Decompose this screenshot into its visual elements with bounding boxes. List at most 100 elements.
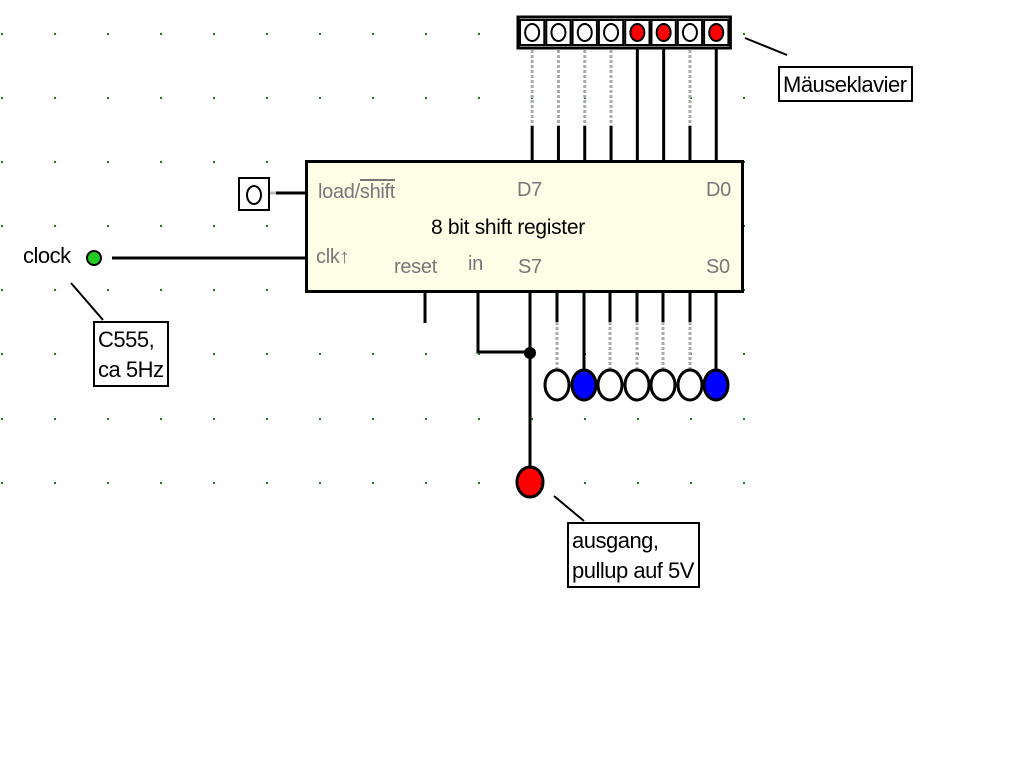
- grid-dot: [107, 161, 109, 163]
- output-note: ausgang, pullup auf 5V: [567, 522, 700, 588]
- grid-dot: [160, 161, 162, 163]
- grid-dot: [425, 353, 427, 355]
- feedback-wire: [476, 290, 530, 354]
- output-leds: [543, 368, 730, 402]
- grid-dot: [743, 353, 745, 355]
- grid-dot: [266, 289, 268, 291]
- output-led: [570, 368, 598, 402]
- register-title: 8 bit shift register: [431, 216, 585, 239]
- grid-dot: [266, 418, 268, 420]
- keyboard-key-led: [550, 23, 567, 42]
- pin-s7-label: S7: [518, 256, 542, 278]
- keyboard-key-led: [629, 23, 646, 42]
- grid-dot: [1, 225, 3, 227]
- grid-dot: [213, 353, 215, 355]
- clock-note-line2: ca 5Hz: [98, 357, 164, 382]
- grid-dot: [54, 33, 56, 35]
- grid-dot: [319, 33, 321, 35]
- grid-dot: [319, 353, 321, 355]
- grid-dot: [54, 482, 56, 484]
- pin-in-label: in: [468, 253, 483, 275]
- grid-dot: [213, 482, 215, 484]
- output-note-line2: pullup auf 5V: [572, 558, 694, 583]
- grid-dot: [266, 97, 268, 99]
- grid-dot: [425, 33, 427, 35]
- grid-dot: [743, 33, 745, 35]
- keyboard-key-led: [655, 23, 672, 42]
- pin-load-shift-label: load/shift: [318, 181, 396, 203]
- grid-dot: [743, 225, 745, 227]
- grid-dot: [372, 97, 374, 99]
- output-led-main: [515, 465, 545, 499]
- grid-dot: [425, 97, 427, 99]
- mouse-keyboard[interactable]: [516, 15, 732, 50]
- grid-dot: [213, 418, 215, 420]
- misc-parts: [70, 37, 788, 522]
- output-led: [649, 368, 677, 402]
- grid-dot: [478, 33, 480, 35]
- grid-dot: [690, 418, 692, 420]
- grid-dot: [425, 482, 427, 484]
- grid-dot: [160, 225, 162, 227]
- grid-dot: [160, 289, 162, 291]
- grid-dot: [1, 161, 3, 163]
- grid-dot: [478, 353, 480, 355]
- grid-dot: [160, 97, 162, 99]
- grid-dot: [1, 353, 3, 355]
- clock-note-line1: C555,: [98, 327, 155, 352]
- wires: [112, 48, 718, 470]
- grid-dot: [213, 33, 215, 35]
- grid-dot: [107, 97, 109, 99]
- grid-dot: [107, 33, 109, 35]
- pin-s0-label: S0: [706, 256, 730, 278]
- grid-dot: [1, 33, 3, 35]
- grid-dot: [637, 418, 639, 420]
- grid-dot: [213, 161, 215, 163]
- grid-dot: [1, 289, 3, 291]
- grid-dot: [107, 225, 109, 227]
- pin-clk-label: clk↑: [316, 246, 350, 268]
- output-led: [676, 368, 704, 402]
- clock-led[interactable]: [86, 250, 102, 266]
- grid-dot: [107, 418, 109, 420]
- grid-dot: [531, 418, 533, 420]
- keyboard-key-led: [603, 23, 620, 42]
- grid-dot: [54, 418, 56, 420]
- grid-dot: [160, 33, 162, 35]
- grid-dot: [54, 97, 56, 99]
- pin-reset-label: reset: [394, 256, 437, 278]
- grid-dot: [54, 225, 56, 227]
- grid-dot: [478, 418, 480, 420]
- grid-dot: [213, 225, 215, 227]
- output-led: [623, 368, 651, 402]
- grid-dot: [319, 418, 321, 420]
- clock-note-leader: [70, 282, 104, 321]
- grid-dot: [743, 161, 745, 163]
- grid-dot: [1, 482, 3, 484]
- keyboard-key-led: [708, 23, 725, 42]
- grid-dot: [743, 289, 745, 291]
- grid-dot: [54, 353, 56, 355]
- grid-dot: [478, 482, 480, 484]
- grid-dot: [372, 353, 374, 355]
- keyboard-note-text: Mäuseklavier: [783, 72, 907, 97]
- output-note-leader: [553, 495, 585, 522]
- output-led: [596, 368, 624, 402]
- grid-dot: [743, 97, 745, 99]
- pin-d0-label: D0: [706, 179, 731, 201]
- grid-dot: [319, 482, 321, 484]
- load-shift-switch[interactable]: [238, 177, 270, 211]
- keyboard-note: Mäuseklavier: [778, 66, 913, 102]
- grid-dot: [266, 225, 268, 227]
- grid-dot: [266, 353, 268, 355]
- shift-register[interactable]: load/shift D7 D0 8 bit shift register cl…: [305, 160, 744, 293]
- grid-dot: [372, 482, 374, 484]
- clock-label: clock: [23, 243, 71, 268]
- grid-dot: [319, 97, 321, 99]
- grid-dot: [1, 97, 3, 99]
- grid-dot: [425, 418, 427, 420]
- grid-dot: [372, 418, 374, 420]
- grid-dot: [160, 482, 162, 484]
- output-led: [543, 368, 571, 402]
